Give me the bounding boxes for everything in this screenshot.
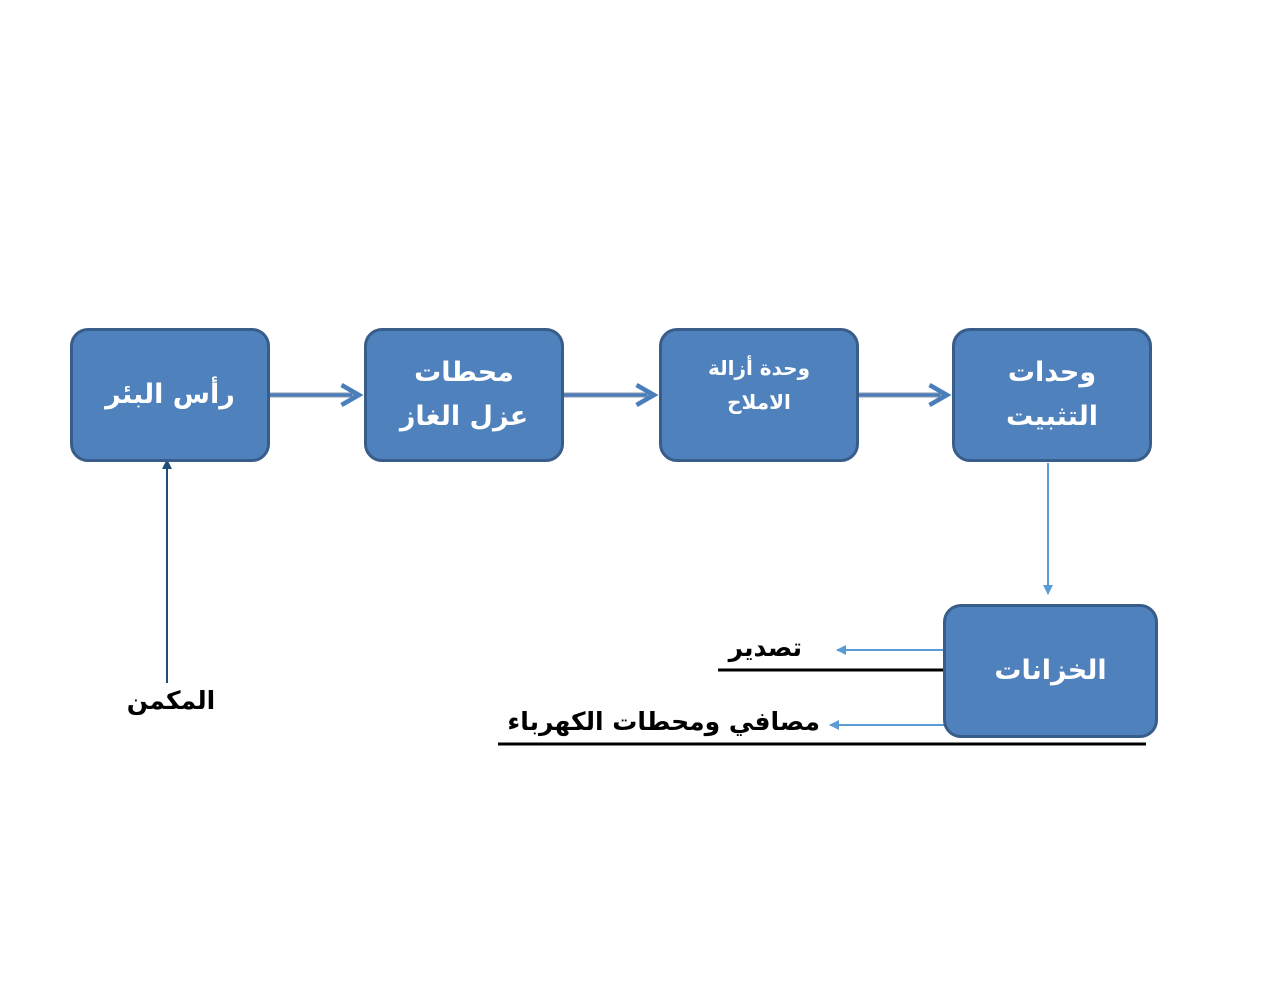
wellhead-box: رأس البئر — [70, 328, 270, 462]
stabilization-label-line1: وحدات — [1007, 357, 1097, 388]
tanks-box: الخزانات — [943, 604, 1158, 738]
tanks-label: الخزانات — [994, 655, 1107, 686]
reservoir-label: المكمن — [126, 686, 216, 715]
desalting-label-line2: الاملاح — [727, 390, 791, 414]
gas-separation-box: محطات عزل الغاز — [364, 328, 564, 462]
export-label: تصدير — [728, 633, 802, 662]
stabilization-label-line2: التثبيت — [1005, 401, 1099, 432]
gas-separation-label-line2: عزل الغاز — [399, 401, 529, 432]
stabilization-box: وحدات التثبيت — [952, 328, 1152, 462]
wellhead-label: رأس البئر — [105, 379, 235, 410]
desalting-label-line1: وحدة أزالة — [707, 356, 811, 380]
gas-separation-label-line1: محطات — [414, 357, 514, 388]
desalting-box: وحدة أزالة الاملاح — [659, 328, 859, 462]
refineries-power-label: مصافي ومحطات الكهرباء — [507, 707, 820, 736]
